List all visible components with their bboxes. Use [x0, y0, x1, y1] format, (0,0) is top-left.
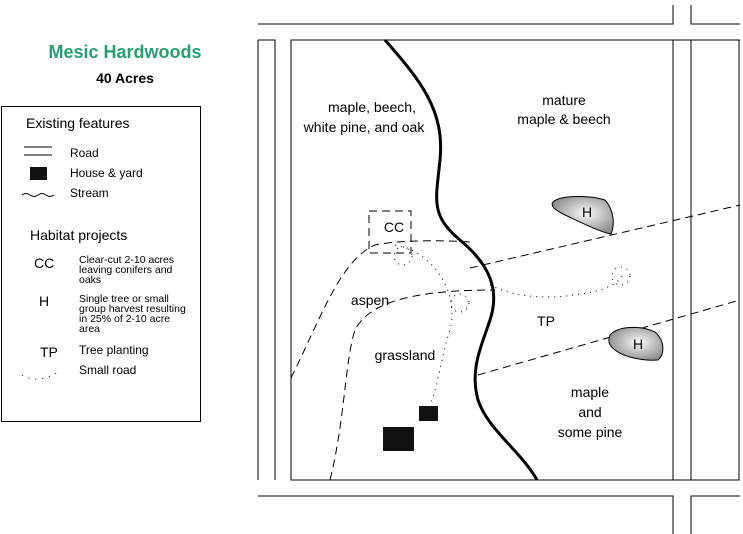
area-label-se-2: and: [578, 404, 601, 420]
legend-house-label: House & yard: [70, 166, 143, 180]
legend: Existing features Road House & yard Stre…: [1, 106, 201, 422]
cc-area: [368, 210, 412, 254]
house-icon: [30, 167, 47, 180]
area-label-aspen: aspen: [351, 292, 389, 308]
cover-type-boundaries: [290, 204, 741, 481]
area-label-grassland: grassland: [375, 347, 436, 363]
legend-cc-label: Clear-cut 2-10 acres leaving conifers an…: [79, 254, 175, 286]
h-label-2: H: [633, 336, 643, 352]
area-label-ne: mature: [542, 92, 586, 108]
small-roads: [393, 244, 631, 406]
legend-h-code: H: [39, 293, 50, 309]
area-label-nw: maple, beech,: [328, 99, 416, 115]
area-label-se-3: some pine: [558, 424, 623, 440]
legend-stream-label: Stream: [70, 186, 109, 200]
legend-h-label: Single tree or small group harvest resul…: [79, 293, 186, 335]
h-label-1: H: [582, 204, 592, 220]
legend-tp-label: Tree planting: [79, 343, 149, 357]
stream: [383, 39, 539, 481]
legend-small-road-label: Small road: [79, 363, 137, 377]
tp-label: TP: [537, 313, 555, 329]
small-road-icon: [21, 370, 61, 380]
legend-projects-heading: Habitat projects: [30, 227, 128, 243]
harvest-area-2: [608, 327, 664, 361]
road-icon: [24, 146, 52, 156]
map-subtitle: 40 Acres: [96, 70, 154, 86]
legend-existing-heading: Existing features: [26, 115, 130, 131]
area-label-se: maple: [571, 384, 609, 400]
harvest-area-1: [551, 196, 614, 235]
legend-tp-code: TP: [40, 344, 58, 360]
cc-label: CC: [384, 219, 404, 235]
house-2: [383, 427, 414, 451]
roads: [257, 5, 740, 534]
map-title: Mesic Hardwoods: [48, 42, 202, 62]
legend-road-label: Road: [70, 146, 99, 160]
property-boundary: [290, 39, 740, 481]
legend-symbols: [21, 146, 55, 197]
area-label-ne-2: maple & beech: [517, 111, 610, 127]
house-1: [419, 406, 438, 421]
legend-cc-code: CC: [34, 255, 55, 271]
area-label-nw-2: white pine, and oak: [303, 119, 426, 135]
stream-icon: [21, 193, 55, 197]
